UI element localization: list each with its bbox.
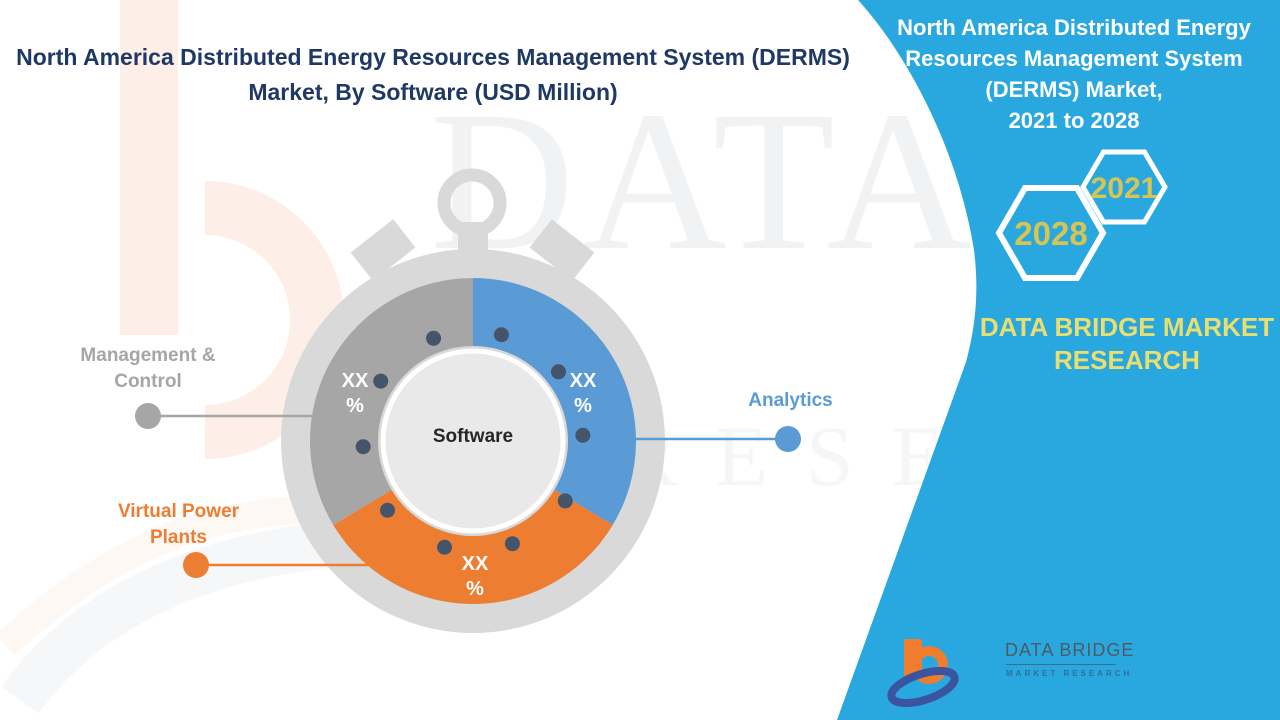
segment-label-management-control: Management & Control	[80, 345, 216, 392]
logo-swoosh	[887, 666, 959, 708]
leader-dot-vpp	[183, 552, 209, 578]
donut-decor-dots	[355, 327, 591, 555]
hexagon-2021	[1080, 149, 1168, 225]
decor-dot	[380, 502, 396, 518]
decor-dot	[575, 427, 591, 443]
leader-dot-analytics	[775, 426, 801, 452]
decor-dot	[373, 373, 389, 389]
side-panel-background	[837, 0, 1280, 720]
stopwatch-right-button	[529, 219, 595, 281]
segment-value-management-pct: %	[346, 395, 364, 417]
leader-dot-management	[135, 403, 161, 429]
decor-dot	[426, 330, 442, 346]
watermark-b-bar	[120, 0, 178, 335]
segment-label-virtual-power-plants: Virtual Power Plants	[117, 501, 240, 548]
segment-value-analytics: XX %	[553, 369, 613, 419]
hexagon-2028	[995, 185, 1107, 281]
callout-leaders	[135, 403, 801, 578]
side-panel-heading-years: 2021 to 2028	[1008, 108, 1140, 133]
donut-center-disc	[380, 348, 566, 534]
donut-center-label: Software	[432, 426, 514, 447]
segment-label-analytics: Analytics	[748, 390, 833, 411]
decor-dot	[355, 439, 371, 455]
donut-segment-virtual-power-plants	[333, 489, 613, 604]
side-panel-heading-main: North America Distributed Energy Resourc…	[897, 15, 1251, 102]
decor-dot	[550, 364, 566, 380]
segment-value-vpp-pct: %	[466, 578, 484, 600]
decor-dot	[504, 536, 520, 552]
segment-value-analytics-pct: %	[574, 395, 592, 417]
logo-divider	[1006, 664, 1116, 665]
logo-tagline: MARKET RESEARCH	[1006, 669, 1133, 678]
decor-dot	[557, 493, 573, 509]
watermark-b-bowl	[204, 181, 344, 459]
segment-value-vpp-xx: XX	[461, 553, 489, 575]
page-title: North America Distributed Energy Resourc…	[16, 44, 850, 105]
donut-segment-analytics	[473, 278, 636, 525]
logo-wordmark: DATA BRIDGE	[1005, 640, 1135, 660]
decor-dot	[437, 539, 453, 555]
side-panel-heading: North America Distributed Energy Resourc…	[893, 12, 1255, 136]
year-end-label: 2028	[1014, 215, 1087, 252]
year-start-label: 2021	[1091, 172, 1158, 205]
segment-value-vpp: XX %	[445, 552, 505, 602]
logo-b-bowl	[910, 646, 948, 684]
segment-value-management: XX %	[325, 369, 385, 419]
databridge-logo	[887, 639, 959, 708]
segment-value-analytics-xx: XX	[569, 370, 597, 392]
decor-dot	[493, 327, 509, 343]
segment-value-management-xx: XX	[341, 370, 369, 392]
stopwatch-left-button	[350, 219, 416, 281]
brand-caption: DATA BRIDGE MARKET RESEARCH	[979, 312, 1275, 375]
